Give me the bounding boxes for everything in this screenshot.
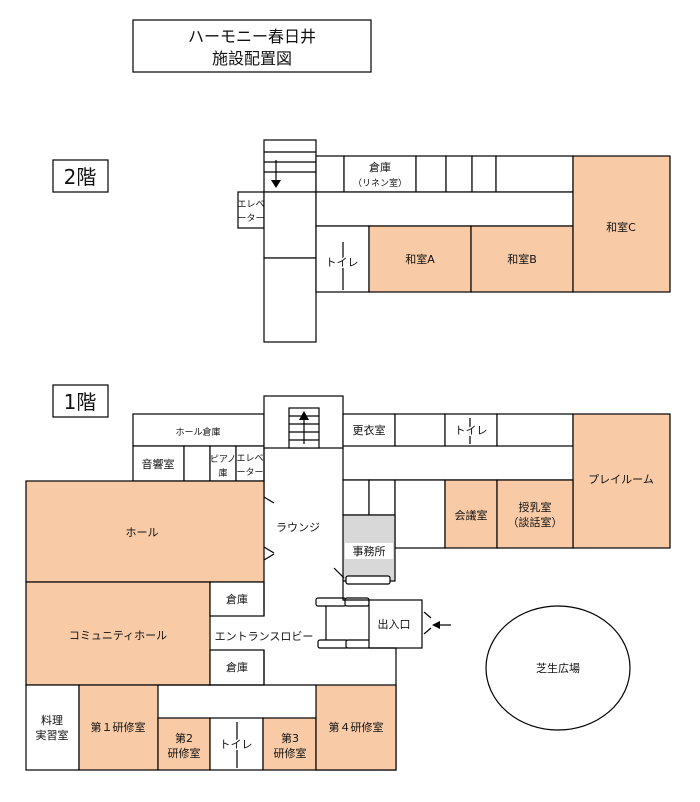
f2-west-room xyxy=(263,257,317,343)
f1-training-2-label2: 研修室 xyxy=(168,746,201,760)
f2-corridor xyxy=(315,191,574,227)
f1-changing-room xyxy=(342,413,396,447)
f1-elevator xyxy=(235,445,265,482)
f1-lounge-label: ラウンジ xyxy=(276,521,320,534)
f1-training-3-label1: 第3 xyxy=(281,731,299,745)
f1-entrance xyxy=(368,599,423,649)
f2-stair-arrow-icon xyxy=(271,180,281,188)
f1-training-1-label: 第１研修室 xyxy=(91,720,146,734)
floor2-label-box xyxy=(52,159,109,193)
f1-storage-1-label: 倉庫 xyxy=(226,592,248,606)
f1-office-label: 事務所 xyxy=(353,544,386,558)
f1-office-counter xyxy=(345,575,391,585)
f1-bench-4 xyxy=(345,639,371,649)
f2-room-n3 xyxy=(445,155,473,193)
f1-training-4 xyxy=(315,684,397,771)
f1-stair-arrow-icon xyxy=(299,411,309,420)
f1-play-room xyxy=(572,413,671,549)
f1-cooking-label1: 料理 xyxy=(41,713,63,727)
f2-storage-label1: 倉庫 xyxy=(369,160,391,174)
f1-toilet-south-label: トイレ xyxy=(220,738,253,751)
f1-changing-room-label: 更衣室 xyxy=(353,423,386,437)
f1-bench-3 xyxy=(317,639,349,649)
floor2-label: 2階 xyxy=(64,165,97,189)
f1-elevator-label2: ーター xyxy=(236,467,263,478)
f1-training-2-label1: 第2 xyxy=(175,731,193,745)
f2-room-n2 xyxy=(415,155,447,193)
title-line1: ハーモニー春日井 xyxy=(188,27,316,46)
f1-entrance-lobby-label: エントランスロビー xyxy=(215,630,314,643)
f1-bench-1 xyxy=(315,597,347,607)
f1-nursing-label1: 授乳室 xyxy=(519,500,552,514)
f1-lawn-label: 芝生広場 xyxy=(536,661,580,675)
f2-washitsu-a xyxy=(368,225,472,293)
f2-elevator-label1: エレベ xyxy=(237,200,264,210)
floor1-plan: ホール倉庫 音響室 ピアノ 庫 エレベ ーター 更衣室 トイレ プレイルーム xyxy=(25,395,671,771)
title-box xyxy=(132,19,372,73)
f1-play-room-label: プレイルーム xyxy=(588,473,654,486)
f2-washitsu-c-label: 和室C xyxy=(606,220,636,234)
f1-room-m2 xyxy=(368,479,396,516)
f2-washitsu-b xyxy=(470,225,574,293)
f1-community-hall-label: コミュニティホール xyxy=(69,629,167,642)
f1-nursing-label2: （談話室） xyxy=(508,515,563,529)
f2-corridor-west xyxy=(263,191,317,259)
f1-lawn xyxy=(485,605,631,731)
f1-elevator-label1: エレベ xyxy=(236,454,263,464)
f2-toilet-label: トイレ xyxy=(326,256,359,269)
f1-community-hall xyxy=(25,581,211,686)
f1-storage-1 xyxy=(209,581,265,617)
f1-toilet-east xyxy=(444,413,498,447)
f2-washitsu-b-label: 和室B xyxy=(507,252,537,266)
f1-training-3-label2: 研修室 xyxy=(274,746,307,760)
f2-washitsu-c xyxy=(572,155,671,293)
f1-cooking-label2: 実習室 xyxy=(36,728,69,742)
f1-toilet-east-label: トイレ xyxy=(455,424,488,437)
f1-sound-room-label: 音響室 xyxy=(142,457,175,471)
f1-room-m3 xyxy=(394,479,446,549)
f1-space-a xyxy=(183,445,211,482)
f1-bench-2 xyxy=(344,597,370,607)
f1-piano-label1: ピアノ xyxy=(210,454,236,465)
f2-storage-label2: （リネン室） xyxy=(353,177,407,189)
f1-meeting-room xyxy=(444,479,498,549)
f1-nursing-room xyxy=(496,479,574,549)
f1-piano-label2: 庫 xyxy=(218,467,227,479)
f1-entrance-arrowhead-icon xyxy=(432,621,440,629)
f1-room-n2 xyxy=(496,413,574,447)
f1-hall-label: ホール xyxy=(126,526,159,539)
f2-stair xyxy=(263,139,317,193)
f1-entrance-label: 出入口 xyxy=(378,617,411,631)
f1-storage-2-label: 倉庫 xyxy=(226,660,248,674)
f1-hall-storage-label: ホール倉庫 xyxy=(175,426,220,438)
f1-training-3 xyxy=(262,717,317,771)
f1-training-2 xyxy=(157,717,211,771)
title-line2: 施設配置図 xyxy=(212,49,292,68)
f2-room-n4 xyxy=(471,155,497,193)
floor2-plan: エレベ ーター 倉庫 （リネン室） トイレ 和室A 和室B 和室C xyxy=(237,139,671,343)
f1-piano-storage xyxy=(209,445,237,482)
f1-hall xyxy=(25,480,265,583)
f1-hall-storage xyxy=(132,413,265,447)
floor1-label: 1階 xyxy=(64,390,97,414)
f2-room-n5 xyxy=(495,155,574,193)
f1-room-m1 xyxy=(342,479,370,516)
floor1-label-box xyxy=(52,384,109,418)
f1-meeting-room-label: 会議室 xyxy=(455,508,488,522)
f2-elevator xyxy=(237,191,265,229)
f1-cooking-room xyxy=(25,684,80,771)
f1-training-4-label: 第４研修室 xyxy=(329,720,384,734)
f2-room-n1 xyxy=(315,155,345,193)
f2-elevator-label2: ーター xyxy=(237,213,264,224)
f1-room-n1 xyxy=(394,413,446,447)
f2-washitsu-a-label: 和室A xyxy=(405,252,435,266)
